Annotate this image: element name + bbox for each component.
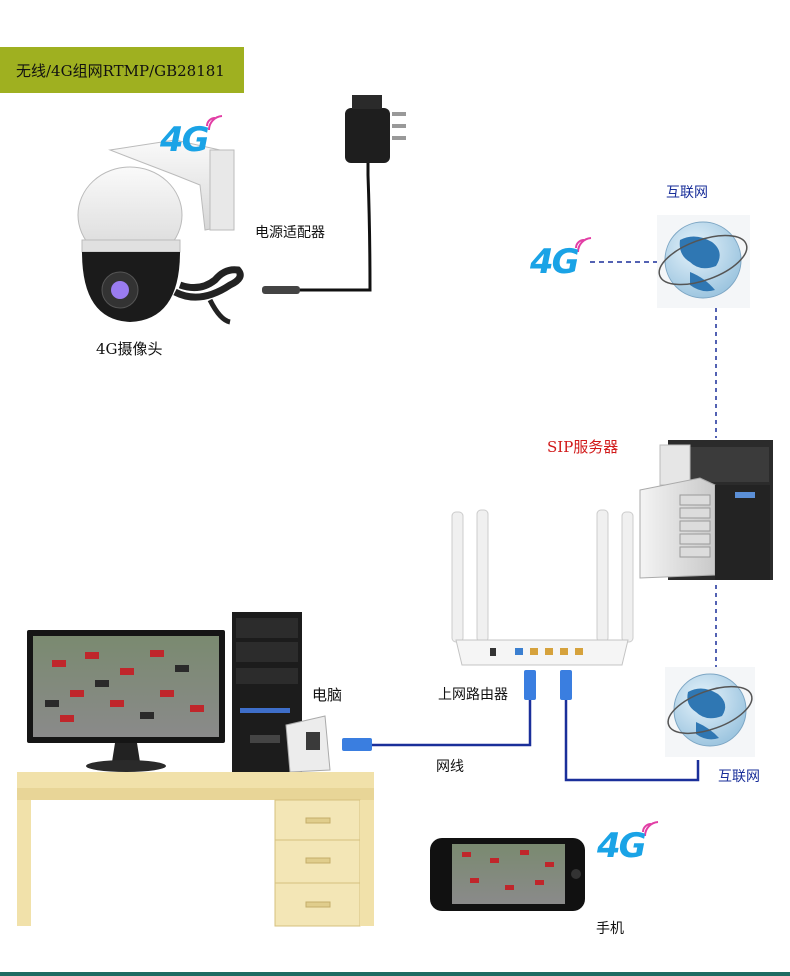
label-computer: 电脑: [312, 686, 343, 704]
badge-4g-camera: 4G: [160, 120, 210, 160]
title-banner: 无线/4G组网RTMP/GB28181: [0, 47, 244, 93]
camera-icon: [77, 139, 244, 325]
router-icon: [451, 509, 634, 666]
label-internet-bottom: 互联网: [718, 769, 760, 785]
label-power-adapter: 电源适配器: [255, 225, 325, 241]
cable-router-pc: [372, 700, 532, 747]
badge-4g-phone: 4G: [597, 826, 647, 866]
globe-icon: [665, 667, 755, 757]
phone-icon: [430, 838, 585, 911]
power-adapter-icon: [262, 95, 406, 294]
signal-icon: [206, 115, 659, 837]
label-internet-top: 互联网: [666, 185, 708, 201]
title-banner-text: 无线/4G组网RTMP/GB28181: [16, 61, 225, 80]
label-router: 上网路由器: [438, 687, 508, 703]
desk-icon: [17, 772, 374, 927]
label-sip-server: SIP服务器: [547, 438, 619, 456]
ethernet-plug-icon: [285, 715, 372, 773]
bottom-divider: [0, 972, 790, 976]
globe-icon: [657, 215, 750, 308]
monitor-icon: [27, 630, 225, 772]
label-network-cable: 网线: [436, 759, 464, 775]
server-icon: [639, 440, 773, 580]
label-phone: 手机: [596, 921, 624, 937]
badge-4g-internet: 4G: [530, 242, 580, 282]
label-camera: 4G摄像头: [96, 340, 163, 358]
ethernet-plug-icon: [524, 670, 572, 700]
cable-router-internet: [564, 700, 700, 782]
